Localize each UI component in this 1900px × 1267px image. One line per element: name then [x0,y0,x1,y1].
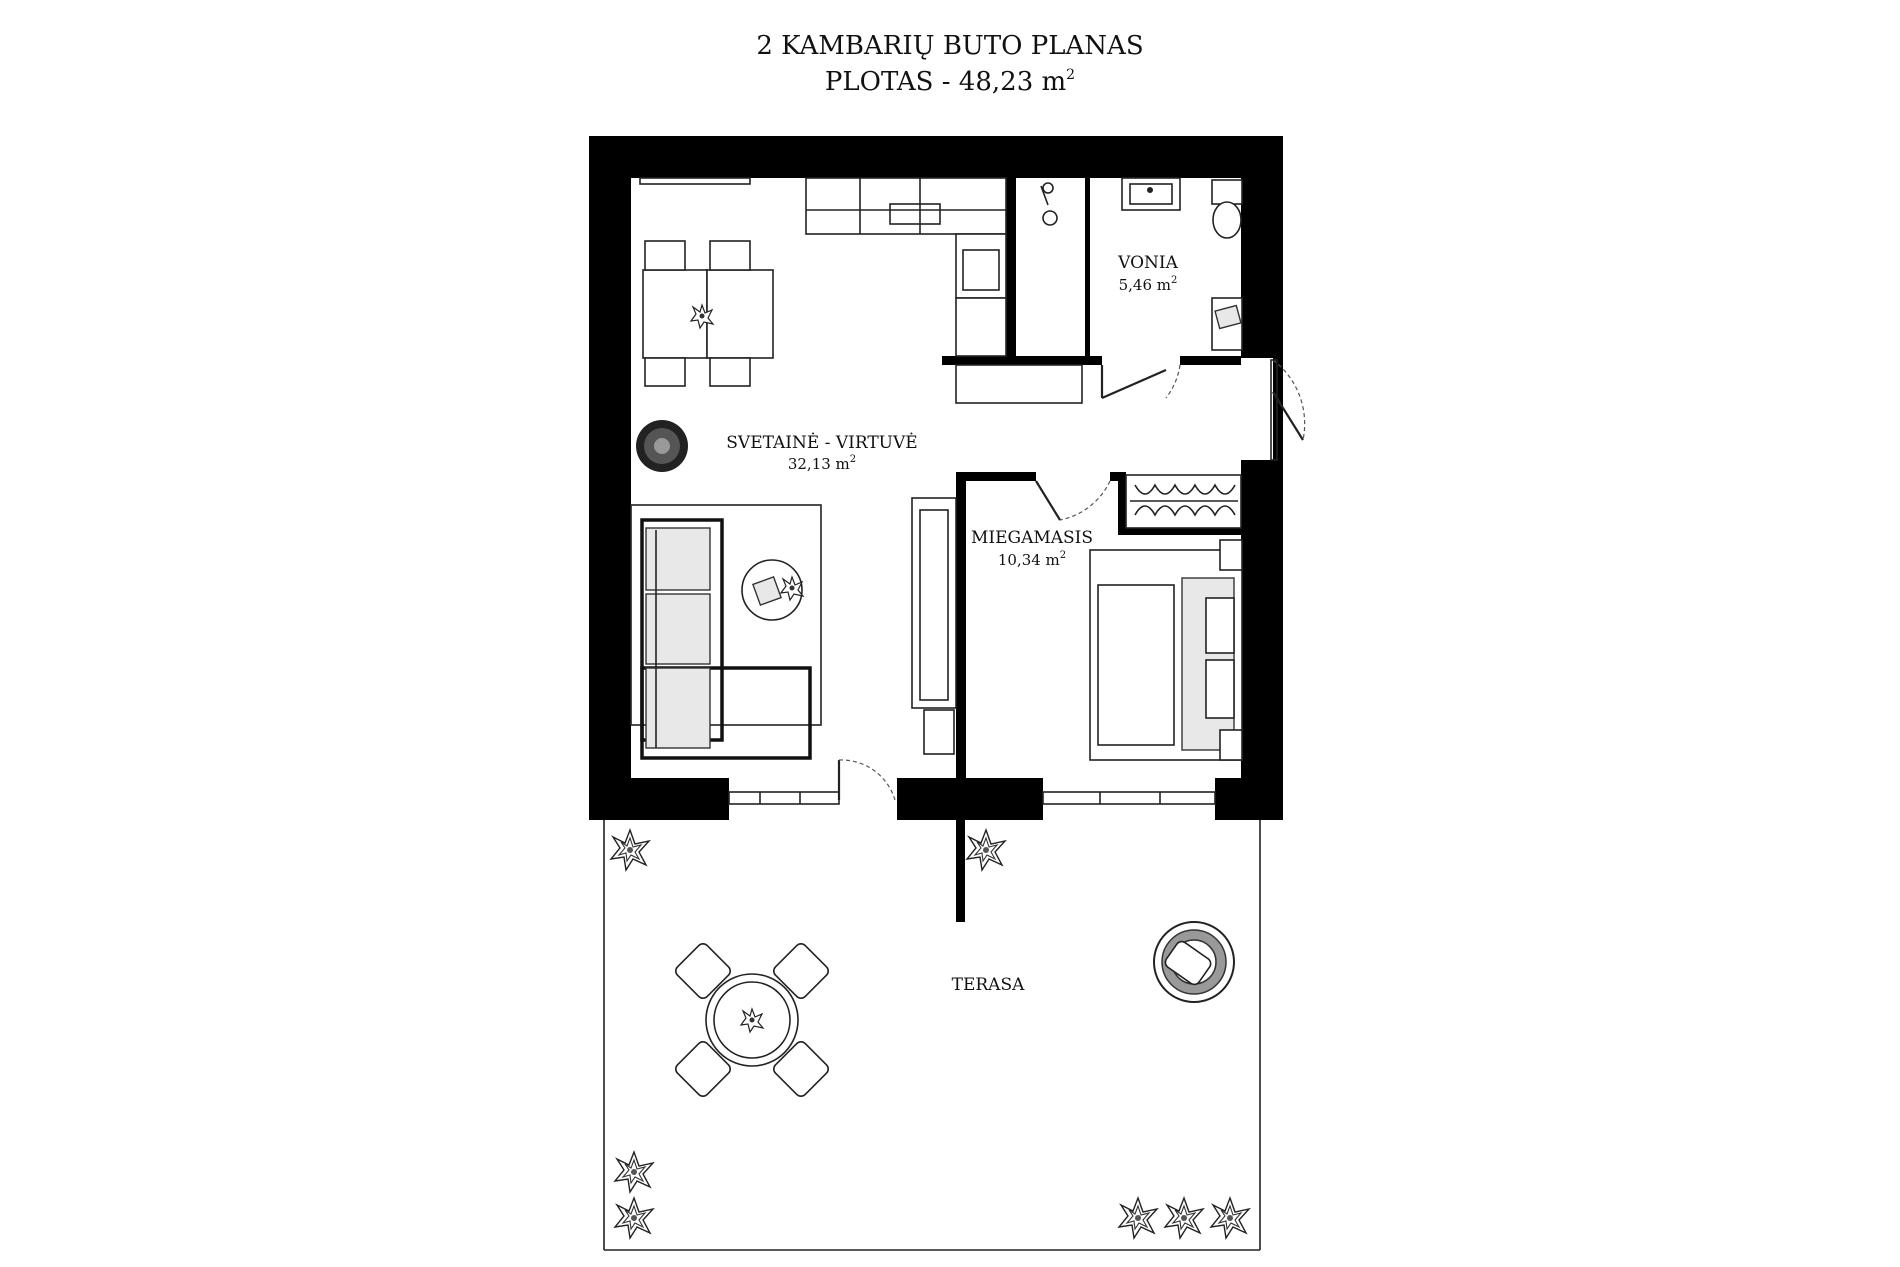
wardrobe-icon [1125,474,1242,529]
lounge-chair-icon [1153,921,1235,1003]
door-bedroom[interactable] [1035,480,1111,521]
room-bed-name: MIEGAMASIS [971,528,1093,548]
bed-icon [1089,539,1243,761]
room-living-area: 32,13 m2 [788,454,856,473]
tv-unit [911,497,957,755]
plant-icon [636,420,688,472]
plan-total-area: PLOTAS - 48,23 m2 [825,67,1075,97]
sofa-icon [630,504,822,760]
plan-title: 2 KAMBARIŲ BUTO PLANAS [756,31,1143,61]
kitchen-counters [805,177,1083,404]
room-bath-area: 5,46 m2 [1119,275,1178,294]
room-terrace-name: TERASA [952,975,1025,995]
door-terrace[interactable] [837,759,896,801]
interior-walls [942,178,1241,922]
outdoor-dining-set [674,942,830,1098]
sink-icon [1121,177,1181,211]
room-living-name: SVETAINĖ - VIRTUVĖ [726,432,917,453]
toilet-icon [1211,179,1243,239]
shower-icon [1040,182,1058,226]
door-entrance[interactable] [1270,359,1306,461]
room-bath-name: VONIA [1117,253,1179,273]
terrace-plants [610,829,1250,1239]
door-bathroom[interactable] [1100,364,1181,400]
terrace-outline [603,820,1261,1251]
dining-table [642,240,774,387]
room-bed-area: 10,34 m2 [998,550,1066,569]
exterior-walls [589,136,1283,820]
coffee-table [741,559,804,621]
laundry-basket [1211,297,1243,351]
